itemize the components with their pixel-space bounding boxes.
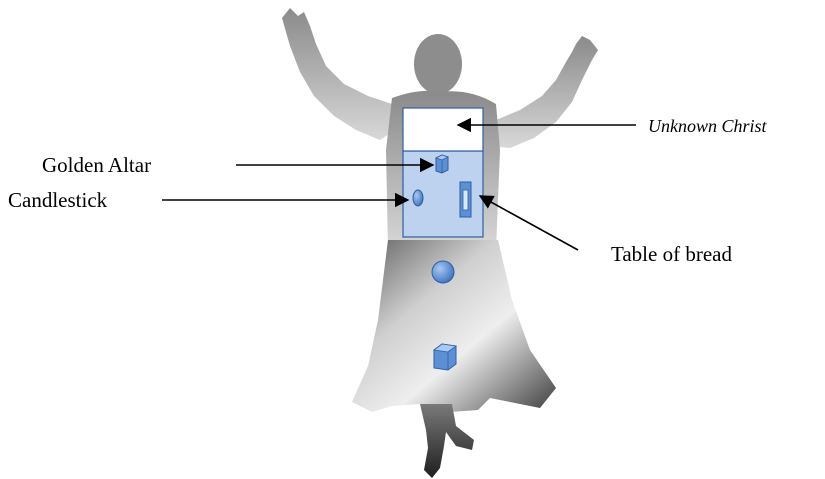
figure-silhouette	[282, 8, 598, 478]
table-of-bread-label: Table of bread	[611, 242, 732, 266]
left-arm	[282, 8, 398, 140]
head	[414, 34, 462, 94]
most-holy-place-box	[402, 107, 484, 152]
legs	[420, 404, 474, 478]
table-of-bread-bar-icon	[459, 181, 472, 218]
golden-altar-cube-icon	[434, 154, 450, 174]
brazen-altar-cube-icon	[432, 343, 458, 371]
laver-circle-icon	[431, 260, 455, 284]
robe	[352, 240, 556, 412]
right-arm	[490, 36, 598, 148]
table-of-bread-arrow	[478, 195, 579, 251]
candlestick-oval-icon	[412, 189, 424, 207]
golden-altar-label: Golden Altar	[42, 153, 152, 177]
unknown-christ-label: Unknown Christ	[648, 116, 767, 136]
candlestick-label: Candlestick	[8, 188, 108, 212]
